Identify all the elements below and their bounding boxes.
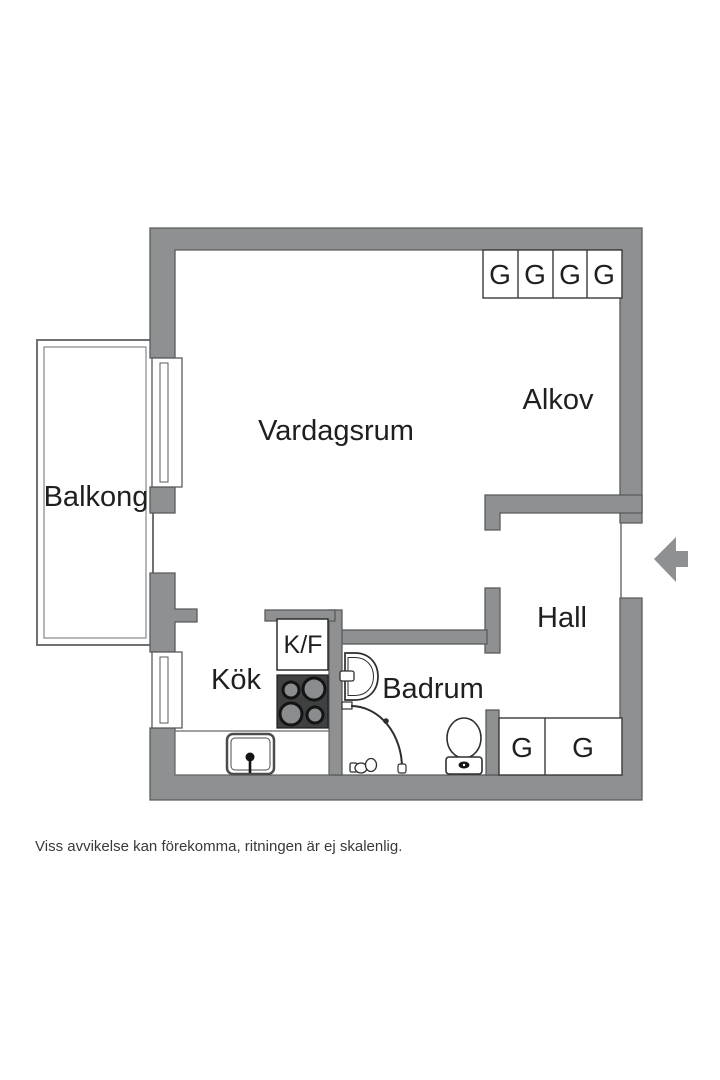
shower-curtain-ring xyxy=(383,718,389,724)
wall-left-mid xyxy=(149,486,176,514)
wall-left-lower xyxy=(149,572,198,653)
kitchen-label: Kök xyxy=(211,664,261,696)
wall-kitchen-bathroom xyxy=(328,609,343,776)
wardrobe-label: G xyxy=(572,732,594,763)
shower-head-part xyxy=(364,757,378,773)
wardrobes-top-row xyxy=(482,249,623,299)
window-kitchen-icon xyxy=(151,651,183,729)
wardrobe-label: G xyxy=(511,732,533,763)
window-kitchen-glass xyxy=(159,656,169,724)
bathroom-label: Badrum xyxy=(382,673,484,705)
living-room-label: Vardagsrum xyxy=(258,415,414,447)
wardrobe-label: G xyxy=(489,259,511,290)
balcony xyxy=(36,339,154,646)
shower-curtain-icon xyxy=(350,705,403,769)
wardrobe-row-outline xyxy=(498,717,623,776)
burner-icon xyxy=(278,701,304,727)
windows xyxy=(151,357,183,729)
bathroom-fixtures xyxy=(339,652,483,775)
kitchen-sink-tap xyxy=(245,752,255,762)
balcony-label: Balkong xyxy=(44,481,149,513)
alcove-label: Alkov xyxy=(523,384,594,416)
toilet-bowl xyxy=(446,717,482,759)
room-labels: Vardagsrum Alkov Balkong Hall Kök Badrum… xyxy=(44,259,615,763)
toilet-flush-dot xyxy=(462,763,466,767)
toilet-icon xyxy=(445,717,483,775)
wall-bathroom-right xyxy=(485,709,500,776)
kitchen-fixtures xyxy=(174,618,330,776)
shower-head-icon xyxy=(349,757,378,774)
kitchen-sink-tap-stem xyxy=(248,760,252,773)
balcony-inner-outline xyxy=(43,346,147,639)
wardrobe-label: G xyxy=(593,259,615,290)
stove-burners xyxy=(278,676,327,727)
shower-rail-cap xyxy=(341,701,353,710)
window-living-room-icon xyxy=(151,357,183,488)
wall-hall-stub xyxy=(484,587,501,654)
walls xyxy=(149,227,643,801)
fridge-freezer-label: K/F xyxy=(284,631,323,659)
balcony-outline xyxy=(36,339,154,646)
hall-label: Hall xyxy=(537,602,587,634)
burner-icon xyxy=(305,705,325,725)
fridge-freezer-cabinet xyxy=(276,618,329,671)
wall-bathroom-top xyxy=(337,629,488,645)
wardrobe-label: G xyxy=(524,259,546,290)
bathroom-sink-tap xyxy=(339,670,355,682)
bathroom-sink-basin xyxy=(347,657,375,696)
entrance-arrow-icon xyxy=(654,537,688,582)
disclaimer-text: Viss avvikelse kan förekomma, ritningen … xyxy=(35,838,402,855)
wardrobes-bottom-row xyxy=(498,717,623,776)
wall-alcove-hall xyxy=(484,494,643,531)
wardrobe-label: G xyxy=(559,259,581,290)
burner-icon xyxy=(301,676,327,702)
window-living-room-glass xyxy=(159,362,169,483)
burner-icon xyxy=(281,680,301,700)
shower-rail-cap xyxy=(397,763,407,774)
